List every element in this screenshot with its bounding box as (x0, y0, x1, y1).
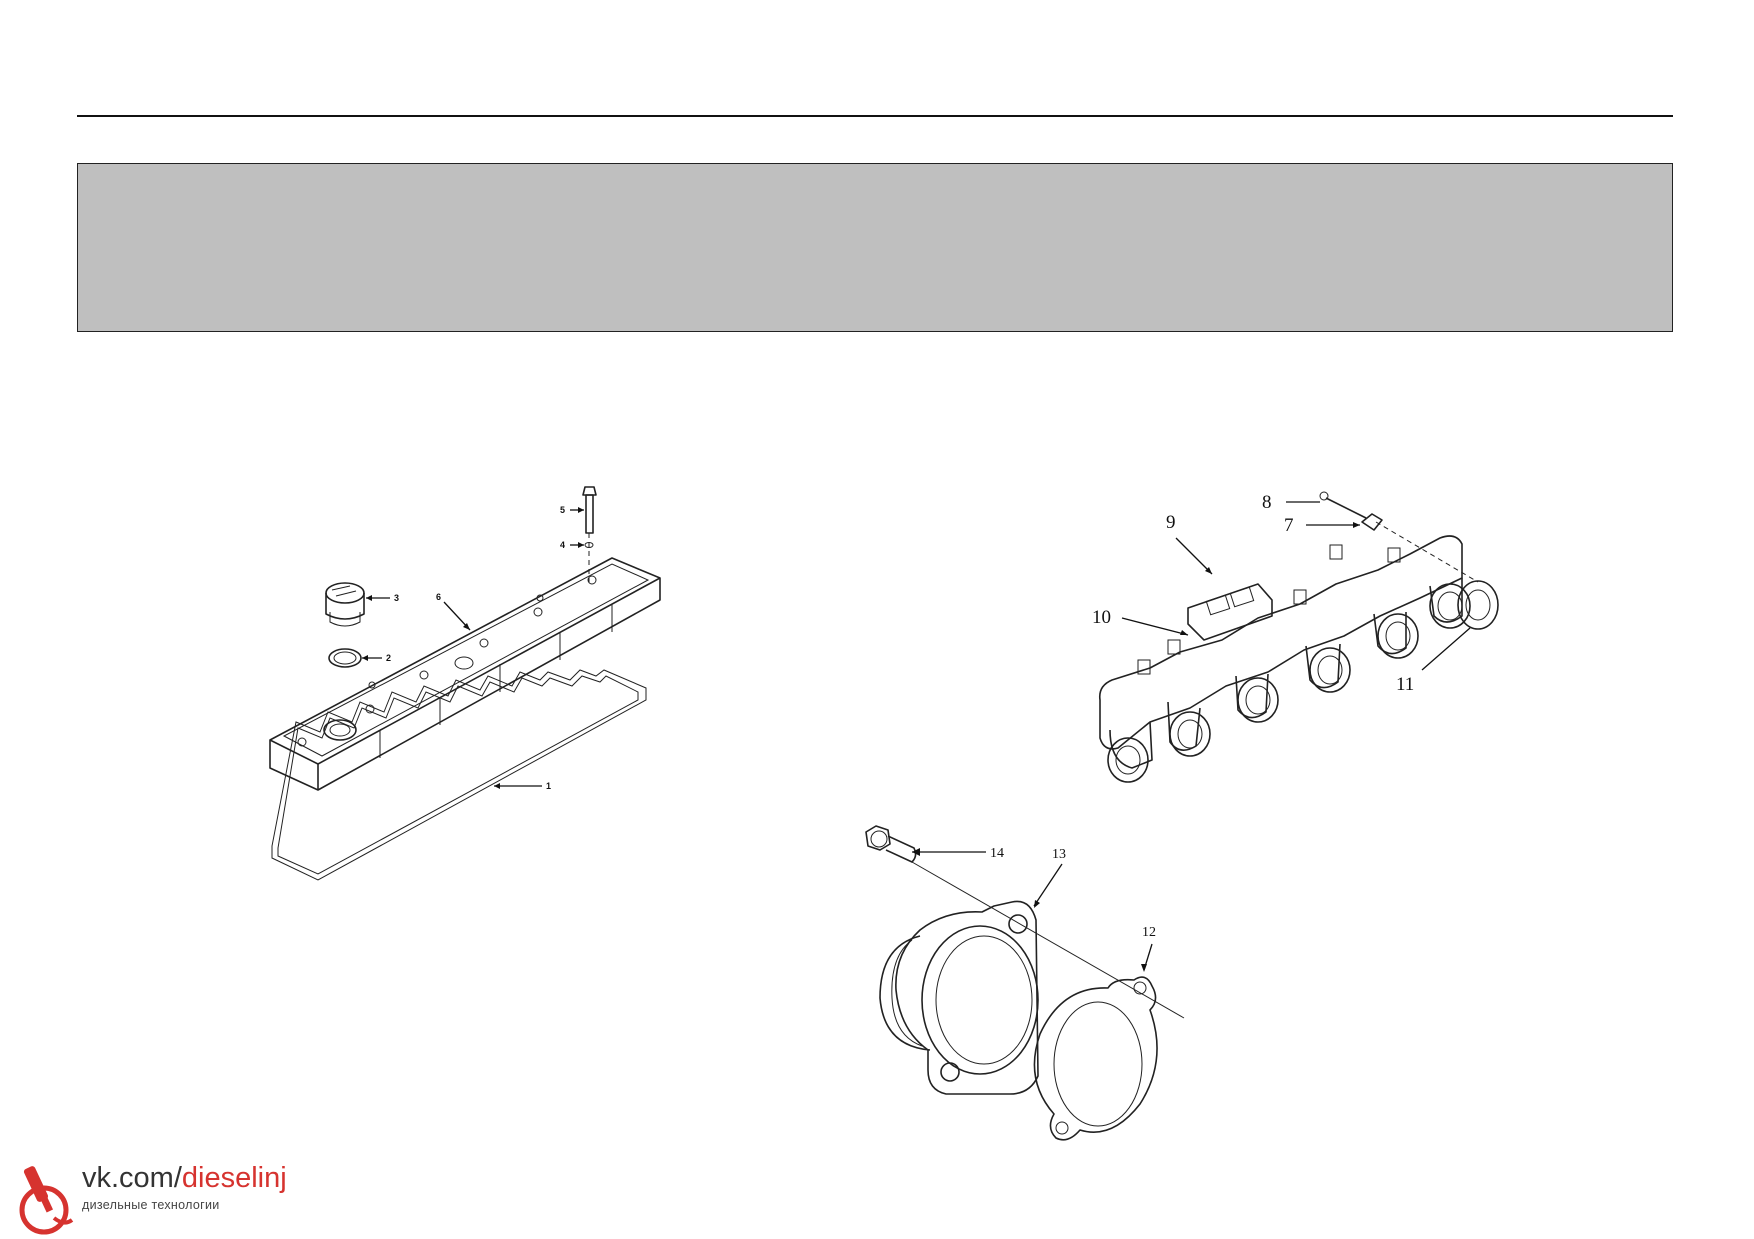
valve-cover-gasket (271, 669, 647, 881)
callout-14: 14 (912, 846, 1004, 861)
header-rule (77, 115, 1673, 117)
manifold-spacer (1361, 513, 1383, 531)
bolt-washer (584, 542, 594, 548)
callout-3: 3 (366, 593, 399, 603)
svg-text:2: 2 (386, 653, 391, 663)
callout-12: 12 (1141, 925, 1156, 972)
cap-seal-ring (328, 648, 362, 668)
exhaust-manifold (1098, 535, 1471, 783)
svg-text:12: 12 (1142, 925, 1156, 940)
site-accent: dieselinj (181, 1162, 287, 1194)
manifold-port-gasket (1457, 580, 1499, 630)
callout-10: 10 (1092, 607, 1189, 636)
valve-cover-figure: 1 2 3 4 5 6 (269, 486, 661, 881)
oil-fill-cap (325, 582, 365, 627)
callout-8: 8 (1262, 492, 1320, 513)
callout-7: 7 (1284, 515, 1360, 536)
svg-text:8: 8 (1262, 492, 1272, 513)
callout-9: 9 (1166, 512, 1213, 575)
svg-text:1: 1 (546, 781, 551, 791)
callout-2: 2 (362, 653, 391, 663)
svg-text:11: 11 (1396, 674, 1414, 695)
title-banner (77, 163, 1673, 332)
manifold-stud (1319, 491, 1367, 519)
callout-11: 11 (1396, 627, 1471, 695)
valve-cover (269, 557, 661, 791)
callout-13: 13 (1033, 847, 1066, 908)
cover-bolt (582, 486, 597, 585)
site-prefix: vk.com/ (82, 1162, 182, 1194)
svg-text:13: 13 (1052, 847, 1066, 862)
stud-axis-line (1375, 521, 1479, 583)
capscrew (865, 825, 917, 863)
assembly-axis-line (911, 861, 1185, 1019)
svg-text:4: 4 (560, 540, 565, 550)
exhaust-manifold-figure: 7 8 9 10 11 (1092, 491, 1499, 783)
callout-4: 4 (560, 540, 584, 550)
svg-text:14: 14 (990, 846, 1004, 861)
svg-text:7: 7 (1284, 515, 1294, 536)
svg-text:10: 10 (1092, 607, 1111, 628)
svg-text:5: 5 (560, 505, 565, 515)
site-tagline: дизельные технологии (82, 1198, 220, 1212)
callout-5: 5 (560, 505, 584, 515)
injector-logo-icon (19, 1166, 74, 1235)
callout-6: 6 (436, 592, 471, 631)
callout-1: 1 (494, 781, 551, 791)
svg-text:3: 3 (394, 593, 399, 603)
outlet-gasket (1033, 976, 1158, 1141)
outlet-connection-figure: 12 13 14 (865, 825, 1185, 1141)
outlet-connection (879, 900, 1039, 1095)
svg-text:9: 9 (1166, 512, 1176, 533)
watermark-logo[interactable]: vk.com/dieselinj дизельные технологии (14, 1160, 314, 1238)
svg-text:6: 6 (436, 592, 441, 602)
site-address[interactable]: vk.com/dieselinj (82, 1162, 287, 1195)
